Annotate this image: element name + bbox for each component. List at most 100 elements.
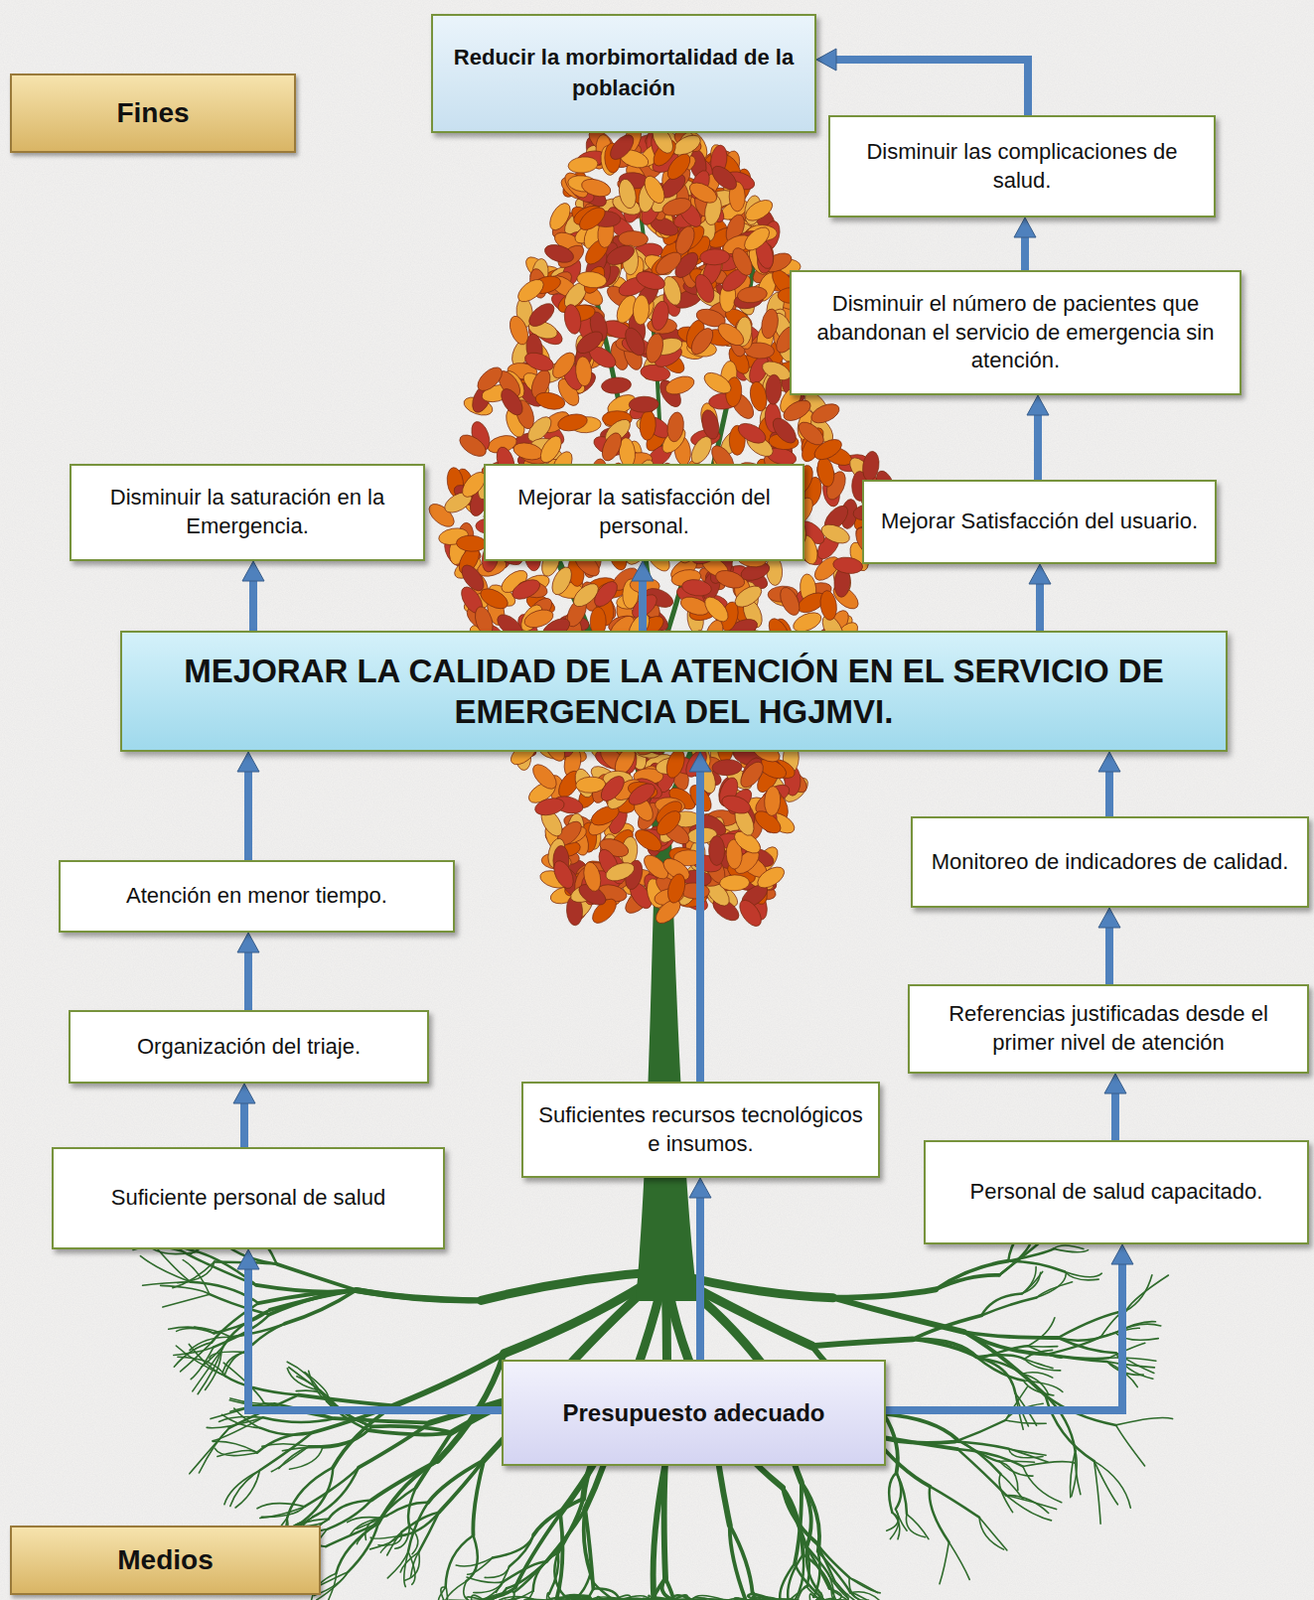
root bbox=[1109, 1357, 1157, 1361]
root bbox=[378, 1532, 403, 1546]
leaf bbox=[735, 757, 767, 791]
label-tab: Medios bbox=[9, 1525, 321, 1596]
arrow-shaft bbox=[885, 1264, 1123, 1411]
root bbox=[1109, 1342, 1146, 1358]
arrow-shaft bbox=[1021, 237, 1029, 271]
root bbox=[416, 1432, 452, 1487]
arrow-head bbox=[1028, 564, 1051, 584]
root bbox=[479, 1588, 507, 1600]
leaf bbox=[701, 368, 735, 398]
root bbox=[505, 1592, 515, 1600]
leaf bbox=[708, 161, 741, 194]
means-box: Organización del triaje. bbox=[68, 1010, 430, 1084]
arrow-connector bbox=[631, 561, 654, 631]
node-text: Mejorar Satisfacción del usuario. bbox=[880, 507, 1198, 537]
arrow-head bbox=[1104, 1073, 1127, 1094]
root bbox=[886, 1508, 899, 1531]
root bbox=[189, 1428, 230, 1474]
root bbox=[198, 1428, 229, 1473]
root bbox=[979, 1517, 1005, 1550]
leaf bbox=[616, 177, 639, 211]
arrow-connector bbox=[689, 1177, 712, 1360]
arrow-head bbox=[631, 561, 654, 582]
root bbox=[492, 1534, 534, 1558]
node-text: Disminuir el número de pacientes que aba… bbox=[803, 290, 1228, 376]
root bbox=[224, 1470, 261, 1505]
root bbox=[466, 1597, 483, 1600]
node-text: Suficiente personal de salud bbox=[111, 1183, 386, 1213]
node-text: Suficientes recursos tecnológicos e insu… bbox=[535, 1101, 867, 1159]
root bbox=[189, 1336, 232, 1350]
leaf bbox=[477, 584, 512, 613]
root bbox=[231, 1323, 286, 1338]
leaf bbox=[709, 836, 726, 867]
root bbox=[573, 1573, 591, 1600]
root bbox=[263, 1417, 335, 1423]
root bbox=[506, 1561, 547, 1589]
root bbox=[824, 1598, 836, 1600]
leaf bbox=[763, 785, 782, 817]
leaf bbox=[536, 432, 566, 466]
leaf bbox=[691, 271, 718, 305]
leaf bbox=[687, 324, 718, 359]
root bbox=[290, 1447, 323, 1469]
leaf bbox=[768, 414, 801, 447]
leaf bbox=[740, 223, 774, 256]
root bbox=[212, 1417, 264, 1442]
root bbox=[356, 1290, 482, 1301]
leaf bbox=[509, 576, 544, 604]
means-box: Monitoreo de indicadores de calidad. bbox=[910, 816, 1310, 908]
arrow-shaft bbox=[240, 1103, 249, 1148]
root bbox=[548, 1598, 594, 1600]
root bbox=[1126, 1275, 1153, 1312]
root bbox=[1027, 1345, 1058, 1348]
arrow-connector bbox=[1026, 395, 1049, 480]
root bbox=[850, 1592, 868, 1600]
root bbox=[964, 1331, 1046, 1396]
arrow-head bbox=[1098, 907, 1121, 928]
root bbox=[596, 1597, 602, 1600]
arrow-shaft bbox=[696, 1197, 705, 1360]
root bbox=[261, 1506, 304, 1517]
leaf bbox=[528, 760, 561, 794]
root bbox=[955, 1420, 1007, 1443]
end-box: Disminuir el número de pacientes que aba… bbox=[789, 270, 1242, 396]
root bbox=[896, 1472, 907, 1515]
arrow-head bbox=[1111, 1244, 1134, 1265]
leaf bbox=[514, 275, 548, 306]
leaf bbox=[567, 154, 599, 174]
leaf bbox=[734, 419, 769, 447]
arrow-head bbox=[1098, 751, 1121, 772]
root bbox=[789, 1586, 807, 1600]
root bbox=[957, 1440, 1002, 1475]
leaf bbox=[597, 430, 625, 464]
root bbox=[912, 1338, 981, 1358]
leaf bbox=[542, 241, 576, 266]
root bbox=[482, 1588, 507, 1600]
root bbox=[999, 1460, 1034, 1462]
root bbox=[1046, 1354, 1110, 1359]
root-means-box: Presupuesto adecuado bbox=[501, 1359, 886, 1466]
leaf bbox=[734, 896, 765, 931]
arrow-connector bbox=[237, 1249, 502, 1411]
leaf bbox=[651, 895, 685, 928]
root bbox=[1009, 1449, 1046, 1456]
root bbox=[850, 1593, 869, 1600]
root bbox=[168, 1326, 215, 1333]
root bbox=[981, 1294, 1022, 1316]
arrow-connector bbox=[233, 1083, 256, 1148]
node-text: Fines bbox=[116, 97, 189, 130]
root bbox=[1116, 1418, 1173, 1426]
leaf bbox=[649, 298, 672, 332]
root bbox=[282, 1447, 322, 1451]
root bbox=[533, 1552, 559, 1592]
root bbox=[957, 1440, 1001, 1462]
root bbox=[312, 1467, 359, 1518]
arrow-shaft bbox=[244, 952, 253, 1011]
arrow-head bbox=[1014, 217, 1036, 238]
end-box: Disminuir la saturación en la Emergencia… bbox=[69, 463, 426, 562]
root bbox=[356, 1515, 387, 1529]
leaf bbox=[651, 248, 685, 280]
leaf bbox=[576, 203, 609, 235]
leaf bbox=[714, 318, 748, 350]
